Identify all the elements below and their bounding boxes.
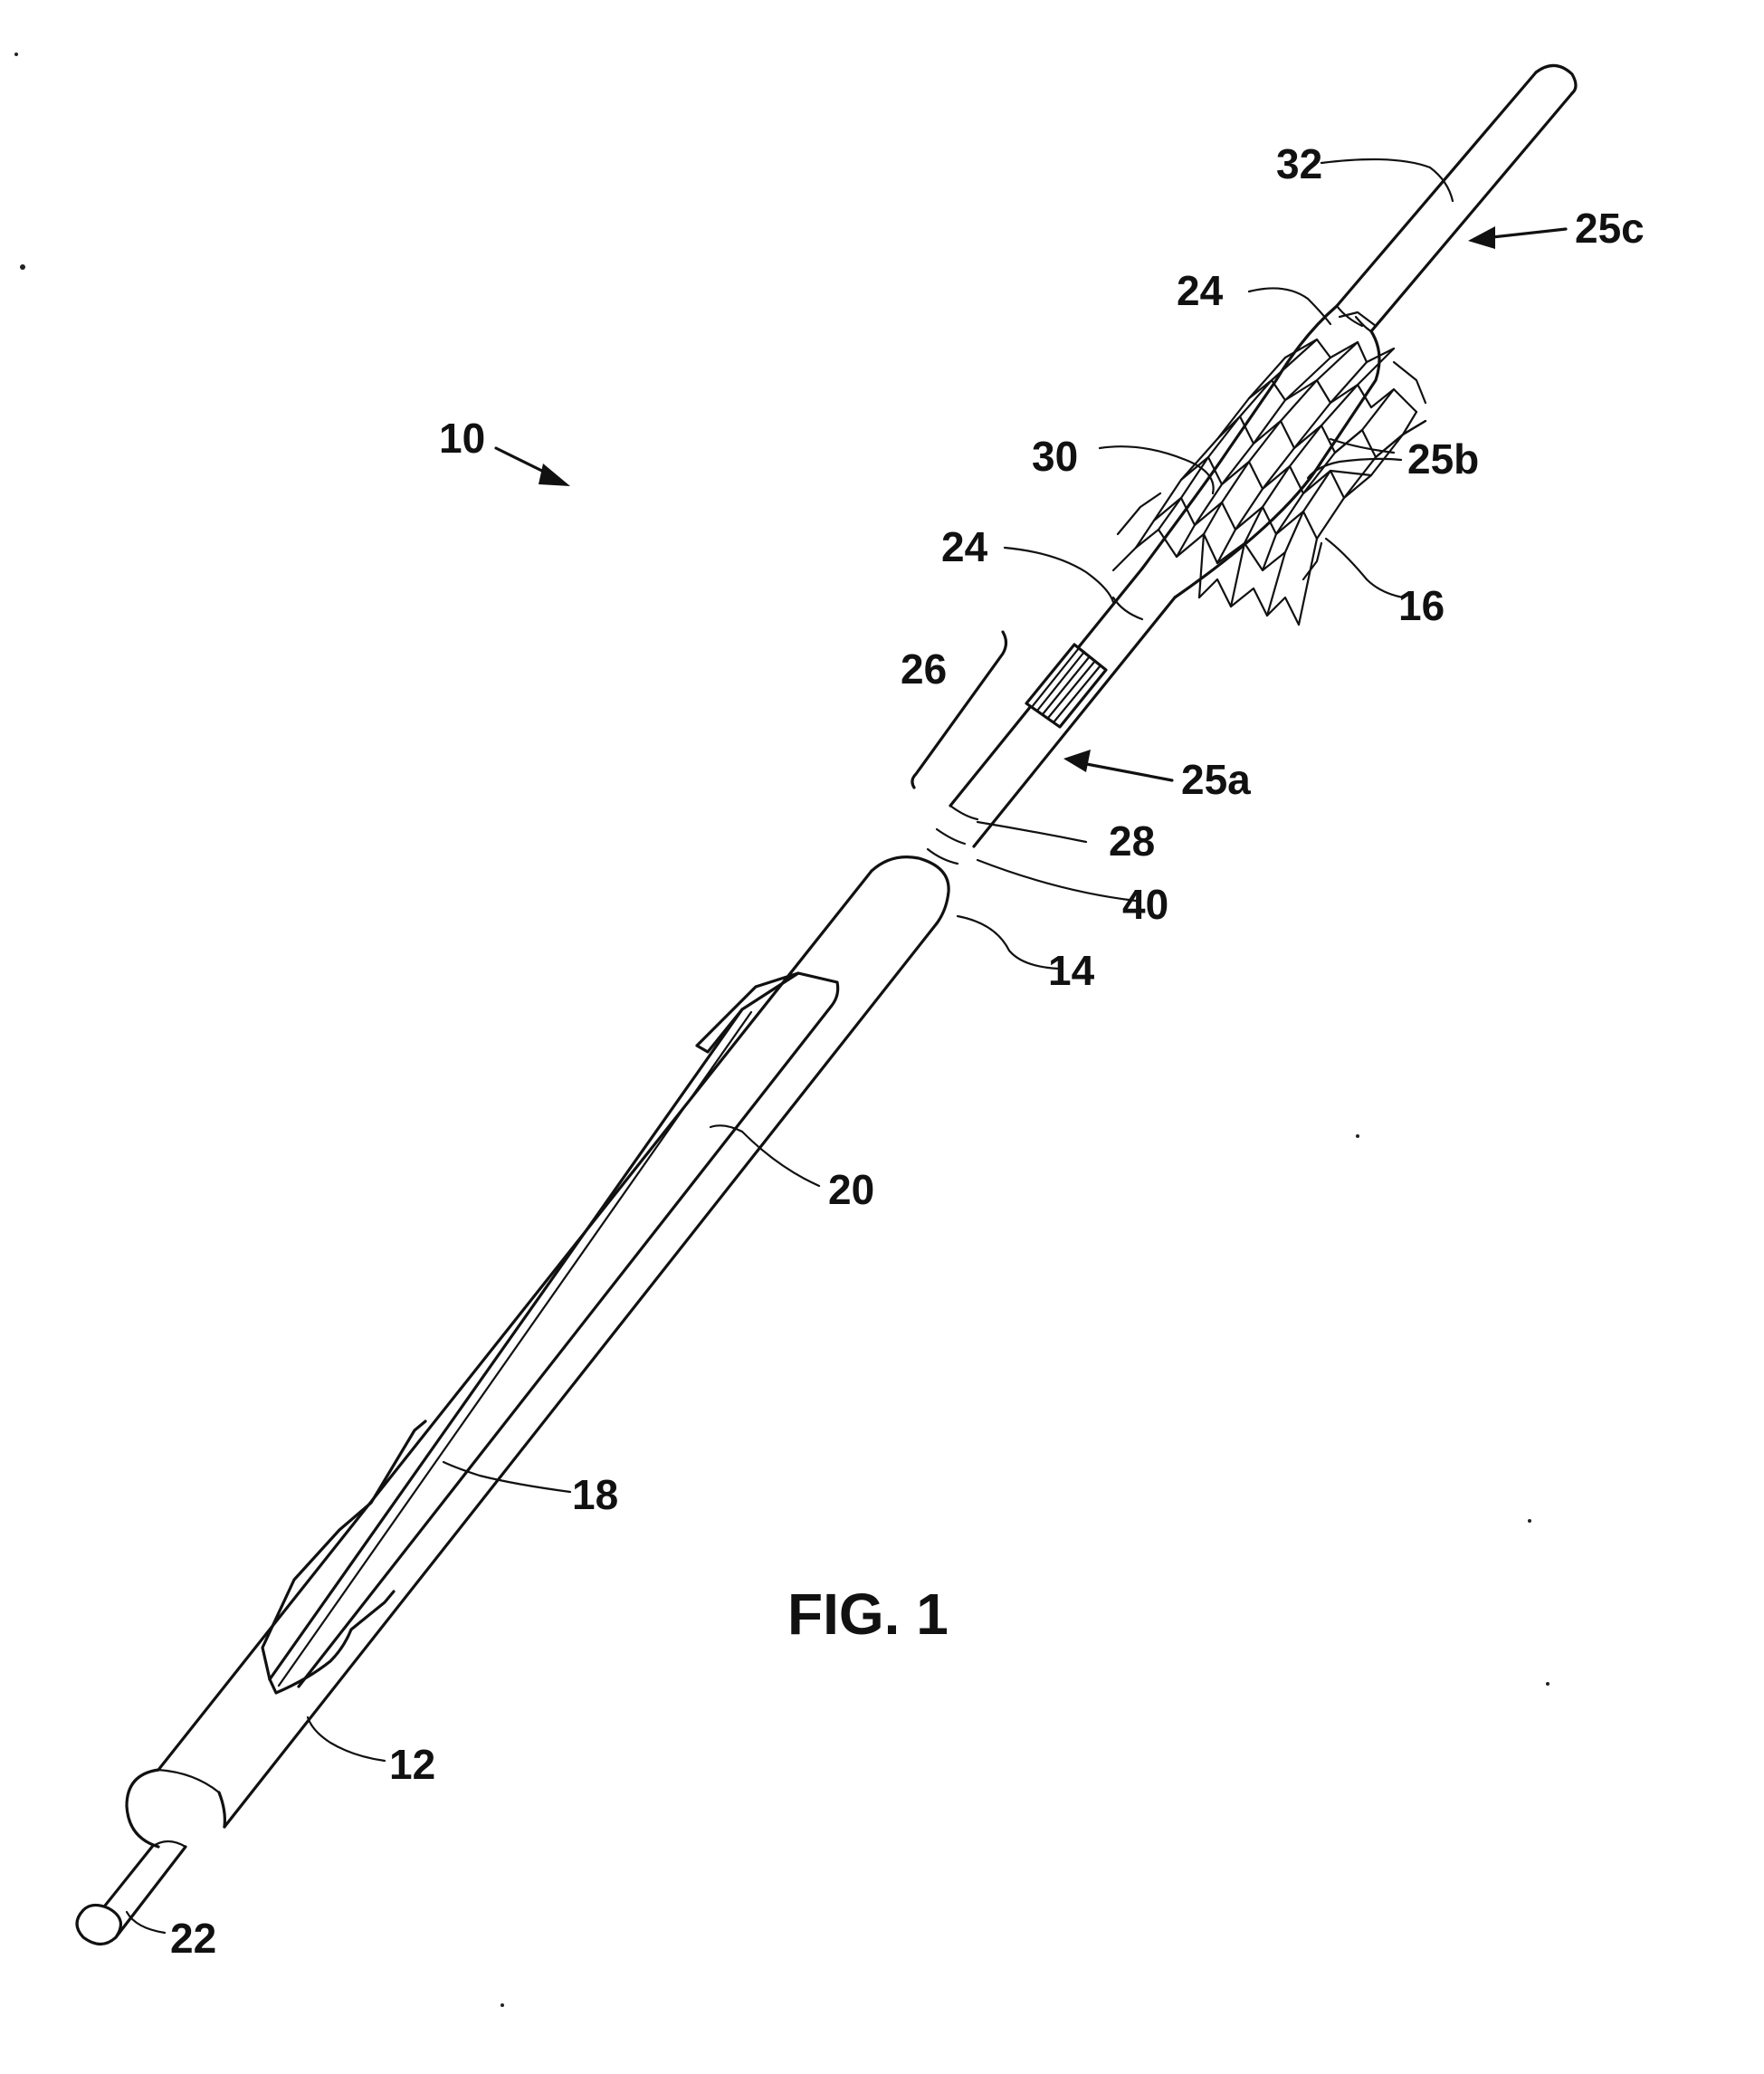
label-16: 16: [1398, 582, 1445, 629]
label-18: 18: [572, 1471, 618, 1518]
outer-sheath: [127, 857, 949, 1847]
arrow-25c: [1468, 226, 1566, 249]
label-12: 12: [389, 1741, 435, 1788]
label-26: 26: [901, 645, 947, 693]
label-22: 22: [170, 1915, 216, 1962]
label-14: 14: [1048, 947, 1095, 994]
scan-specks: [14, 53, 1549, 2007]
label-40: 40: [1122, 881, 1168, 928]
label-28: 28: [1109, 817, 1155, 865]
label-30: 30: [1032, 433, 1078, 480]
arrow-10: [496, 448, 570, 486]
label-20: 20: [828, 1166, 874, 1213]
figure-title: FIG. 1: [787, 1582, 949, 1647]
proximal-inner-shaft: [77, 1841, 186, 1945]
label-25a: 25a: [1181, 756, 1251, 803]
label-25b: 25b: [1407, 435, 1479, 483]
label-10: 10: [439, 415, 485, 462]
distal-tip-tube: [1337, 65, 1576, 331]
label-32: 32: [1276, 140, 1322, 187]
label-25c: 25c: [1575, 205, 1645, 252]
leader-lines: [127, 159, 1453, 1933]
arrow-25a: [1063, 750, 1172, 780]
label-24-lower: 24: [941, 523, 988, 570]
label-24-upper: 24: [1177, 267, 1224, 314]
stent-mesh: [1113, 306, 1426, 625]
